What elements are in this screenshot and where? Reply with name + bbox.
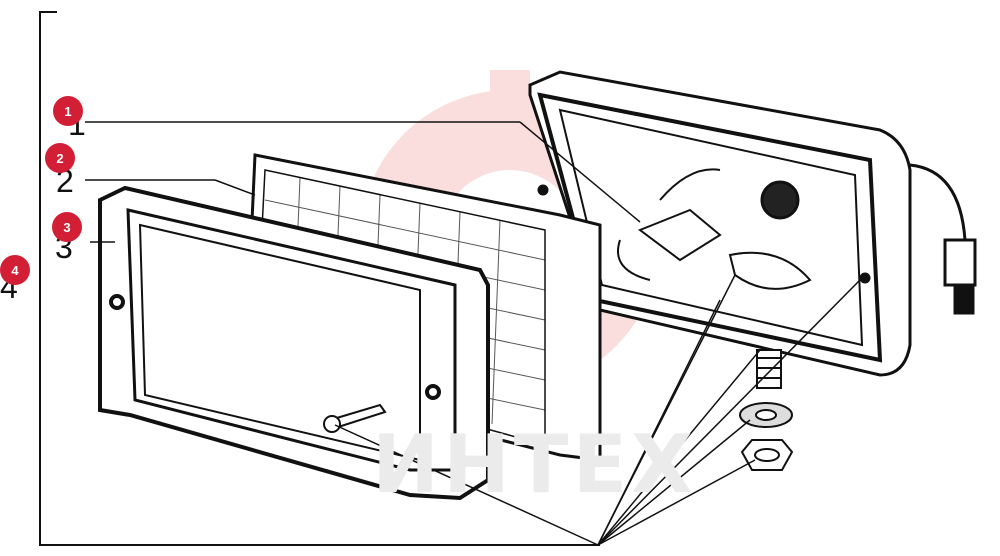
callout-badge-2[interactable]: 2 (45, 143, 75, 173)
callout-number-4: 4 (11, 262, 19, 278)
callout-badge-3[interactable]: 3 (52, 212, 82, 242)
assembly-bracket (39, 11, 600, 546)
front-bezel (98, 185, 490, 501)
cable-connector (909, 163, 977, 315)
callout-badge-1[interactable]: 1 (53, 96, 83, 126)
mounting-hardware (739, 349, 794, 471)
callout-number-3: 3 (63, 219, 71, 235)
callout-number-1: 1 (64, 103, 72, 119)
screw (323, 403, 387, 433)
leader-lines (85, 121, 861, 546)
bulb-wiring (617, 168, 812, 290)
watermark-text: ИНТЕХ (372, 418, 697, 511)
callout-number-2: 2 (56, 150, 64, 166)
callout-badge-4[interactable]: 4 (0, 255, 30, 285)
